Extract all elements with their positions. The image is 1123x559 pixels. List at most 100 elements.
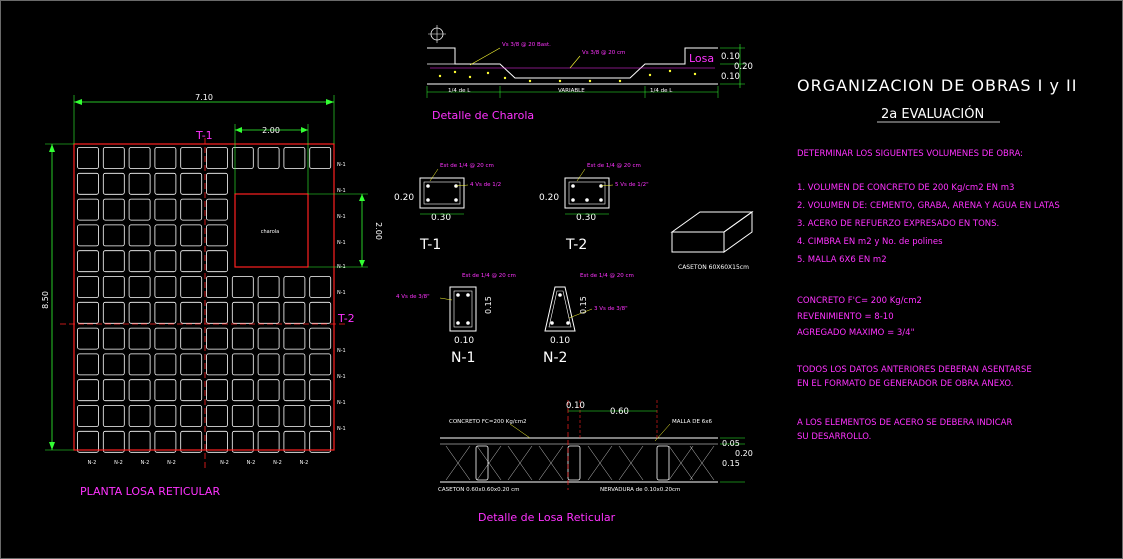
waffle-cell	[309, 353, 332, 376]
sub-title: 2a EVALUACIÓN	[881, 106, 984, 122]
instruction-item: 2. VOLUMEN DE: CEMENTO, GRABA, ARENA Y A…	[797, 201, 1060, 211]
losa-malla: MALLA DE 6x6	[672, 419, 712, 425]
note-line: EN EL FORMATO DE GENERADOR DE OBRA ANEXO…	[797, 379, 1013, 389]
waffle-cell	[102, 147, 125, 169]
height-dim: 8.50	[41, 291, 50, 309]
plan-losa-reticular: charola T-1 T-2 7.10 2.00 8.50 2.00 N	[41, 93, 383, 498]
waffle-cell	[102, 172, 125, 195]
aggregate-dots	[438, 69, 697, 83]
title-block: ORGANIZACION DE OBRAS I y II 2a EVALUACI…	[797, 76, 1077, 123]
rib-label-n1: N-1	[337, 214, 346, 220]
waffle-cell	[206, 198, 228, 221]
n2-label: N-2	[543, 350, 567, 366]
t2-tag: T-2	[337, 312, 355, 325]
waffle-cell	[180, 172, 203, 195]
waffle-cell	[102, 198, 125, 221]
charola-dim-b: 0.20	[734, 62, 753, 72]
waffle-cell	[154, 147, 177, 169]
waffle-cell	[206, 430, 228, 453]
waffle-cell	[180, 276, 203, 298]
rib-label-n2: N-2	[167, 460, 176, 466]
waffle-cell	[206, 379, 228, 402]
losa-dim-top: 0.05	[722, 439, 740, 448]
waffle-cell	[128, 250, 151, 273]
t2-height: 0.20	[539, 193, 559, 203]
waffle-cell	[128, 147, 151, 169]
waffle-cell	[77, 172, 99, 195]
rib-label-n2: N-2	[300, 460, 309, 466]
waffle-cell	[309, 276, 332, 298]
charola-dim-c: 0.10	[721, 72, 740, 82]
n2-width: 0.10	[550, 336, 570, 346]
waffle-cell	[128, 172, 151, 195]
n1-stirrup: Est de 1/4 @ 20 cm	[462, 273, 516, 279]
waffle-cell	[102, 353, 125, 376]
main-title: ORGANIZACION DE OBRAS I y II	[797, 76, 1077, 95]
waffle-cell	[154, 224, 177, 247]
waffle-cell	[206, 327, 228, 350]
waffle-cell	[283, 147, 306, 169]
losa-nervadura: NERVADURA de 0.10x0.20cm	[600, 487, 680, 493]
t1-stirrup: Est de 1/4 @ 20 cm	[440, 163, 494, 169]
waffle-cell	[257, 379, 280, 402]
waffle-cell	[180, 353, 203, 376]
charola-bottom-left: 1/4 de L	[448, 88, 471, 94]
rib-label-n2: N-2	[141, 460, 150, 466]
rib-label-n1: N-1	[337, 264, 346, 270]
waffle-cell	[206, 276, 228, 298]
waffle-cell	[180, 250, 203, 273]
waffle-cells	[77, 147, 332, 453]
note-line: TODOS LOS DATOS ANTERIORES DEBERAN ASENT…	[796, 365, 1032, 375]
detalle-losa-reticular: 0.10 0.60 CONCRETO FC=200 Kg/cm2 MALLA D…	[438, 400, 753, 524]
waffle-cell	[102, 276, 125, 298]
waffle-cell	[154, 198, 177, 221]
waffle-cell	[128, 379, 151, 402]
waffle-cell	[77, 379, 99, 402]
waffle-cell	[77, 327, 99, 350]
nervadura	[656, 445, 670, 481]
waffle-cell	[154, 276, 177, 298]
waffle-cell	[102, 250, 125, 273]
waffle-cell	[180, 198, 203, 221]
concrete-spec: CONCRETO F'C= 200 Kg/cm2	[797, 296, 922, 306]
n2-height: 0.15	[579, 296, 588, 314]
t1-label: T-1	[419, 237, 441, 253]
rib-label-n1: N-1	[337, 290, 346, 296]
waffle-cell	[283, 301, 306, 324]
waffle-cell	[257, 327, 280, 350]
concrete-spec: REVENIMIENTO = 8-10	[797, 312, 894, 322]
waffle-cell	[231, 301, 254, 324]
waffle-cell	[206, 353, 228, 376]
detalle-charola: Vs 3/8 @ 20 Bast. Vs 3/8 @ 20 cm Losa 0.…	[426, 25, 753, 122]
waffle-cell	[128, 224, 151, 247]
waffle-cell	[77, 276, 99, 298]
rib-label-n1: N-1	[337, 374, 346, 380]
waffle-cell	[257, 353, 280, 376]
t1-tag: T-1	[195, 129, 213, 142]
t2-label: T-2	[565, 237, 587, 253]
waffle-cell	[154, 379, 177, 402]
waffle-cell	[231, 353, 254, 376]
concrete-spec: AGREGADO MAXIMO = 3/4"	[797, 328, 915, 338]
waffle-cell	[231, 405, 254, 427]
rib-label-n2: N-2	[220, 460, 229, 466]
waffle-cell	[283, 405, 306, 427]
waffle-cell	[154, 430, 177, 453]
waffle-cell	[180, 224, 203, 247]
width-dim: 7.10	[195, 93, 213, 102]
instruction-item: 3. ACERO DE REFUERZO EXPRESADO EN TONS.	[797, 219, 999, 229]
waffle-cell	[206, 224, 228, 247]
losa-dim-cell: 0.60	[610, 407, 629, 417]
waffle-cell	[283, 276, 306, 298]
rib-label-n2: N-2	[247, 460, 256, 466]
t1-height: 0.20	[394, 193, 414, 203]
waffle-cell	[180, 405, 203, 427]
n2-bars: 3 Vs de 3/8"	[594, 306, 628, 312]
charola-bottom-mid: VARIABLE	[558, 88, 585, 94]
rib-label-n1: N-1	[337, 188, 346, 194]
waffle-cell	[257, 301, 280, 324]
waffle-cell	[102, 430, 125, 453]
instruction-item: 5. MALLA 6X6 EN m2	[797, 255, 887, 265]
waffle-cell	[206, 147, 228, 169]
